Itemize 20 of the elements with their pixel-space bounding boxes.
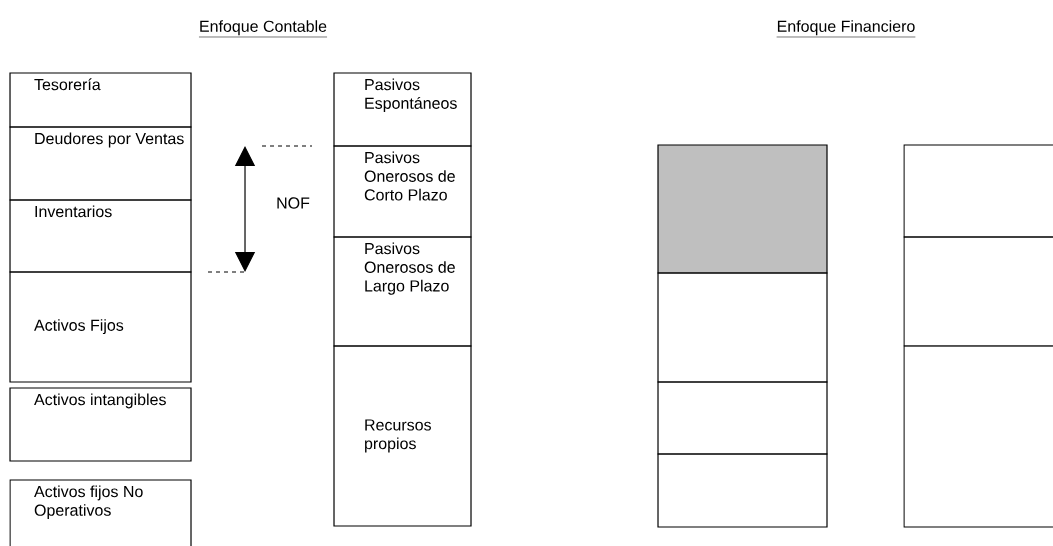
- empty-box: [657, 453, 828, 528]
- text-box: Pasivos Espontáneos: [333, 72, 472, 147]
- section-title: Enfoque Financiero: [776, 20, 916, 38]
- text-box: Activos fijos No Operativos: [9, 479, 192, 546]
- text-box: Tesorería: [9, 72, 192, 128]
- empty-box: [903, 236, 1053, 347]
- dimension-label: NOF: [277, 197, 310, 209]
- text-box: Inventarios: [9, 199, 192, 273]
- text-box: Activos intangibles: [9, 387, 192, 462]
- empty-box: [657, 144, 828, 274]
- section-title: Enfoque Contable: [198, 20, 328, 38]
- text-box: Recursos propios: [333, 345, 472, 527]
- text-box: Pasivos Onerosos de Corto Plazo: [333, 145, 472, 238]
- empty-box: [903, 144, 1053, 238]
- empty-box: [657, 272, 828, 383]
- empty-box: [903, 345, 1053, 528]
- text-box: Pasivos Onerosos de Largo Plazo: [333, 236, 472, 347]
- text-box: Deudores por Ventas: [9, 126, 192, 201]
- empty-box: [657, 381, 828, 455]
- text-box: Activos Fijos: [9, 271, 192, 383]
